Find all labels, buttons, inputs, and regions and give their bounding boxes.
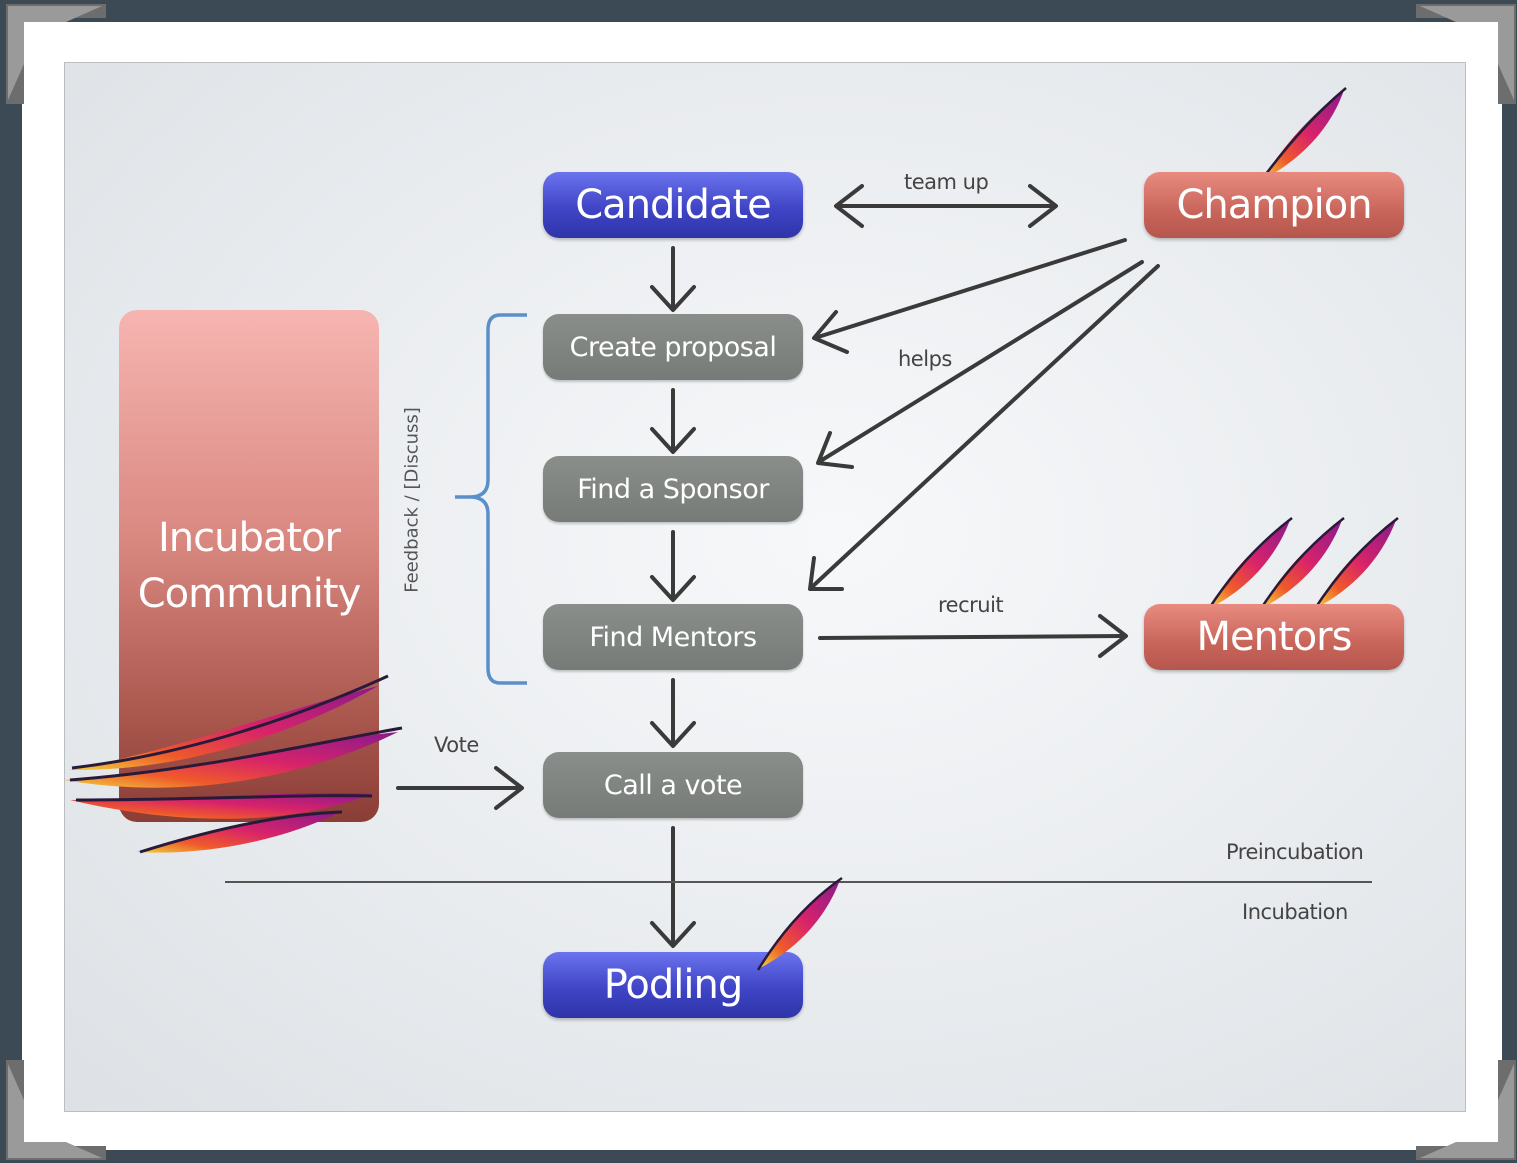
community-label-line-2: Community: [137, 571, 362, 617]
find-sponsor-node: Find a Sponsor: [543, 456, 803, 522]
arrow-vote-to-podling: [650, 826, 696, 948]
create-proposal-node: Create proposal: [543, 314, 803, 380]
arrow-proposal-to-sponsor: [650, 388, 696, 454]
incubator-community-label: Incubator Community: [119, 510, 379, 622]
community-label-line-1: Incubator: [158, 515, 341, 561]
recruit-label: recruit: [938, 593, 1004, 617]
candidate-node: Candidate: [543, 172, 803, 238]
find-mentors-node: Find Mentors: [543, 604, 803, 670]
vote-label: Vote: [434, 733, 479, 757]
photo-corner-bottom-left: [6, 1060, 106, 1160]
arrow-recruit: [818, 614, 1128, 658]
helps-label: helps: [898, 347, 952, 371]
arrow-champion-to-proposal: [812, 238, 1127, 354]
feedback-bracket: [455, 313, 527, 685]
preincubation-label: Preincubation: [1226, 840, 1364, 864]
incubation-label: Incubation: [1242, 900, 1348, 924]
feather-icon: [64, 726, 403, 788]
champion-node: Champion: [1144, 172, 1404, 238]
feather-icon: [70, 793, 373, 819]
feather-icon: [136, 810, 343, 854]
feather-icon: [1258, 517, 1345, 611]
feather-icon: [1258, 87, 1347, 183]
photo-corner-top-right: [1416, 4, 1516, 104]
arrow-team-up: [834, 184, 1058, 228]
photo-corner-top-left: [6, 4, 106, 104]
feather-icon: [1206, 517, 1293, 611]
arrow-vote: [396, 766, 524, 810]
podling-node: Podling: [543, 952, 803, 1018]
call-vote-node: Call a vote: [543, 752, 803, 818]
team-up-label: team up: [904, 170, 989, 194]
mentors-node: Mentors: [1144, 604, 1404, 670]
feather-icon: [1312, 517, 1399, 611]
arrow-sponsor-to-mentors: [650, 530, 696, 602]
feedback-discuss-label: Feedback / [Discuss]: [401, 407, 423, 593]
arrow-candidate-to-proposal: [650, 246, 696, 312]
arrow-mentors-to-vote: [650, 678, 696, 748]
photo-corner-bottom-right: [1416, 1060, 1516, 1160]
arrow-champion-to-sponsor: [816, 260, 1144, 469]
feather-icon: [68, 674, 389, 771]
arrow-champion-to-mentors: [808, 264, 1160, 591]
